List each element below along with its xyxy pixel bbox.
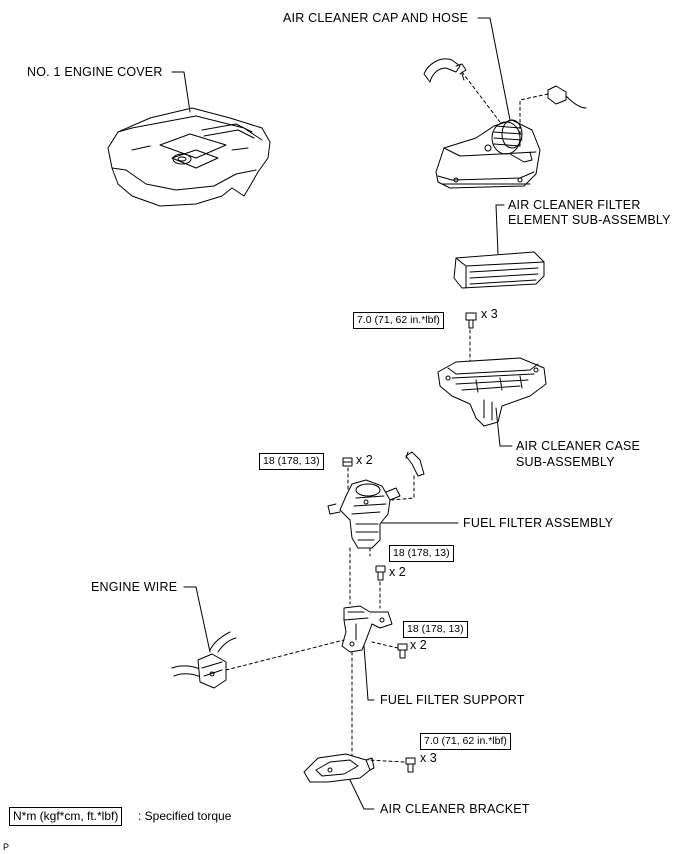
fuel-filter-support-label: FUEL FILTER SUPPORT	[380, 693, 525, 707]
case-bolt-quantity: x 3	[481, 307, 498, 321]
figure-code: P	[3, 842, 10, 852]
fuel-filter-assembly-drawing	[327, 479, 401, 549]
fuel-filter-bolt-drawing	[375, 565, 386, 581]
engine-wire-drawing	[171, 631, 237, 689]
torque-legend-box: N*m (kgf*cm, ft.*lbf)	[9, 807, 123, 826]
fuel-filter-nut-torque-box: 18 (178, 13)	[259, 453, 324, 470]
engine-cover-drawing	[107, 107, 271, 207]
fuel-filter-assembly-label: FUEL FILTER ASSEMBLY	[463, 516, 614, 530]
fuel-filter-nut-drawing	[342, 457, 353, 467]
case-bolt-drawing	[465, 312, 477, 329]
case-bolt-torque-box: 7.0 (71, 62 in.*lbf)	[353, 312, 444, 329]
engine-wire-label: ENGINE WIRE	[91, 580, 178, 594]
fuel-filter-bolt-torque-box: 18 (178, 13)	[389, 545, 454, 562]
air-cleaner-case-drawing	[437, 357, 547, 427]
fuel-filter-guide-lines	[347, 467, 415, 605]
fuel-filter-bolt-quantity: x 2	[389, 565, 406, 579]
engine-cover-label: NO. 1 ENGINE COVER	[27, 65, 163, 79]
air-cleaner-case-label-line1: AIR CLEANER CASE	[516, 439, 641, 453]
support-bolt-quantity: x 2	[410, 638, 427, 652]
air-cleaner-cap-and-hose-label: AIR CLEANER CAP AND HOSE	[283, 11, 469, 25]
air-cleaner-case-label-line2: SUB-ASSEMBLY	[516, 455, 615, 469]
air-cleaner-cap-drawing	[423, 58, 587, 189]
bracket-bolt-torque-box: 7.0 (71, 62 in.*lbf)	[420, 733, 511, 750]
air-cleaner-bracket-label: AIR CLEANER BRACKET	[380, 802, 530, 816]
bracket-bolt-quantity: x 3	[420, 751, 437, 765]
leader-lines	[171, 17, 513, 810]
air-cleaner-bracket-drawing	[303, 753, 375, 783]
cap-guide-lines	[461, 71, 549, 147]
fuel-filter-support-drawing	[341, 605, 393, 653]
filter-element-label-line1: AIR CLEANER FILTER	[508, 198, 641, 212]
support-bolt-torque-box: 18 (178, 13)	[403, 621, 468, 638]
support-bolt-drawing	[397, 643, 408, 659]
filter-element-label-line2: ELEMENT SUB-ASSEMBLY	[508, 213, 671, 227]
fuel-filter-nut-quantity: x 2	[356, 453, 373, 467]
fuel-hose-drawing	[405, 451, 425, 477]
filter-element-drawing	[453, 251, 545, 289]
torque-legend-description: : Specified torque	[138, 809, 232, 823]
bracket-bolt-drawing	[405, 757, 416, 773]
